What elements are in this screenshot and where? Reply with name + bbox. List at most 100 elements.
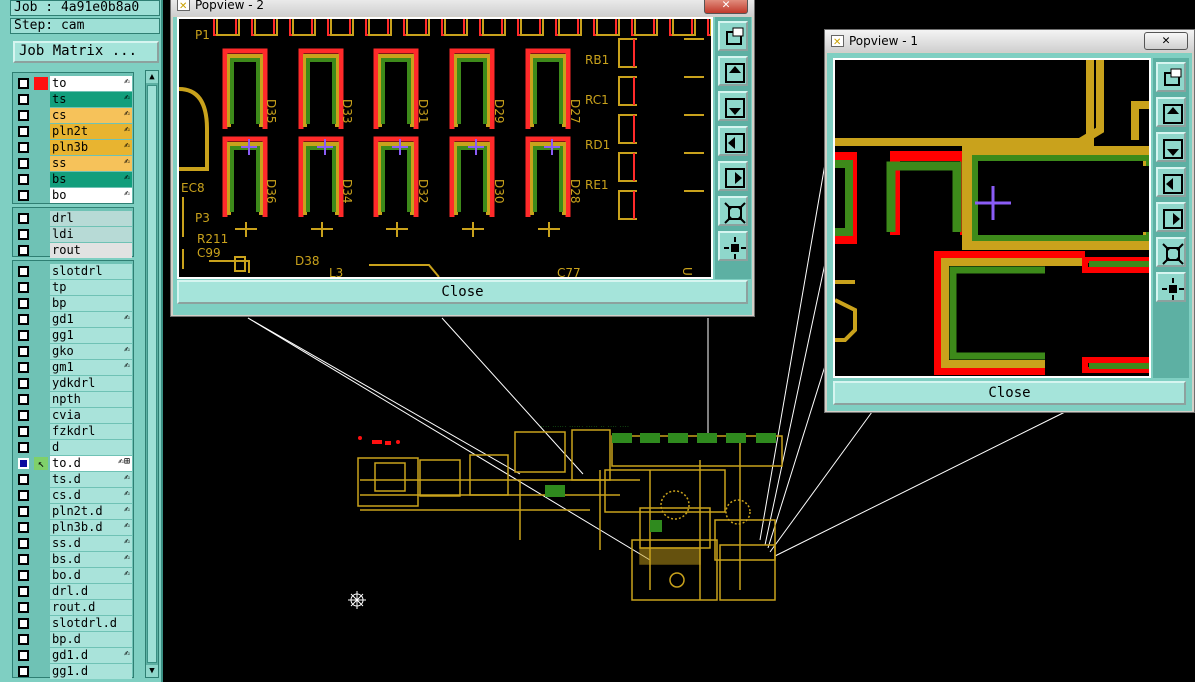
layer-name[interactable]: ss.d [50,536,132,551]
layer-checkbox[interactable] [18,666,29,677]
layer-checkbox[interactable] [18,245,29,256]
layer-name[interactable]: gg1 [50,328,132,343]
layer-checkbox[interactable] [18,213,29,224]
layer-row-pln3b-d[interactable]: pln3b.d✍ [15,520,133,535]
popview-1-close-button[interactable]: Close [833,381,1186,405]
layer-row-ts[interactable]: ts✍ [15,92,133,107]
layer-checkbox[interactable] [18,126,29,137]
pan-right-button[interactable] [718,161,748,191]
layer-name[interactable]: cvia [50,408,132,423]
layer-row-ss-d[interactable]: ss.d✍ [15,536,133,551]
layer-checkbox[interactable] [18,634,29,645]
layer-row-tp[interactable]: tp [15,280,133,295]
layer-name[interactable]: cs.d [50,488,132,503]
popview-2-titlebar[interactable]: Popview - 2 [171,0,754,18]
scroll-up-arrow-icon[interactable]: ▲ [146,71,158,83]
layer-row-bs[interactable]: bs✍ [15,172,133,187]
layer-checkbox[interactable] [18,410,29,421]
layer-name[interactable]: tp [50,280,132,295]
layer-row-d[interactable]: d [15,440,133,455]
layer-checkbox[interactable] [18,158,29,169]
layer-name[interactable]: bp.d [50,632,132,647]
layer-name[interactable]: to.d [50,456,132,471]
layer-row-pln2t-d[interactable]: pln2t.d✍ [15,504,133,519]
layer-checkbox[interactable] [18,586,29,597]
layer-name[interactable]: slotdrl [50,264,132,279]
layer-row-bs-d[interactable]: bs.d✍ [15,552,133,567]
pan-up-button[interactable] [718,56,748,86]
layer-checkbox[interactable] [18,362,29,373]
layer-checkbox[interactable] [18,378,29,389]
layer-checkbox[interactable] [18,266,29,277]
layer-row-gd1-d[interactable]: gd1.d✍ [15,648,133,663]
layer-checkbox[interactable] [18,394,29,405]
zoom-home-button[interactable] [1156,62,1186,92]
layer-name[interactable]: d [50,440,132,455]
layer-checkbox[interactable] [18,298,29,309]
layer-checkbox[interactable] [18,458,29,469]
layer-row-slotdrl[interactable]: slotdrl [15,264,133,279]
layer-checkbox[interactable] [18,78,29,89]
layer-name[interactable]: pln3b [50,140,132,155]
layer-checkbox[interactable] [18,538,29,549]
layer-checkbox[interactable] [18,314,29,325]
layer-row-slotdrl-d[interactable]: slotdrl.d [15,616,133,631]
layer-checkbox[interactable] [18,618,29,629]
job-matrix-button[interactable]: Job Matrix ... [13,41,159,63]
scroll-down-arrow-icon[interactable]: ▼ [146,665,158,677]
layer-checkbox[interactable] [18,474,29,485]
pan-left-button[interactable] [718,126,748,156]
layer-row-gd1[interactable]: gd1✍ [15,312,133,327]
zoom-in-button[interactable] [1156,237,1186,267]
layer-name[interactable]: npth [50,392,132,407]
layer-row-drl[interactable]: drl [15,211,133,226]
layer-name[interactable]: ydkdrl [50,376,132,391]
layer-checkbox[interactable] [18,174,29,185]
layer-checkbox[interactable] [18,346,29,357]
layer-name[interactable]: rout [50,243,132,258]
layer-name[interactable]: pln2t [50,124,132,139]
layer-checkbox[interactable] [18,190,29,201]
layer-name[interactable]: ldi [50,227,132,242]
layer-checkbox[interactable] [18,522,29,533]
layer-name[interactable]: pln3b.d [50,520,132,535]
layer-row-to-d[interactable]: ↖to.d✍⊞ [15,456,133,471]
layer-row-rout-d[interactable]: rout.d [15,600,133,615]
layer-checkbox[interactable] [18,229,29,240]
layer-row-bo[interactable]: bo✍ [15,188,133,203]
layer-checkbox[interactable] [18,506,29,517]
layer-name[interactable]: ts.d [50,472,132,487]
layer-checkbox[interactable] [18,110,29,121]
layer-row-cs[interactable]: cs✍ [15,108,133,123]
layer-checkbox[interactable] [18,602,29,613]
layer-row-gg1-d[interactable]: gg1.d [15,664,133,679]
popview-2-close-button[interactable]: Close [177,280,748,304]
board-graphic-view[interactable]: ···· ······ ······ ····· ·· ···· ···· [165,0,1195,682]
layer-name[interactable]: bo.d [50,568,132,583]
layer-name[interactable]: gd1 [50,312,132,327]
pan-down-button[interactable] [718,91,748,121]
pan-up-button[interactable] [1156,97,1186,127]
layer-row-bp[interactable]: bp [15,296,133,311]
layer-name[interactable]: rout.d [50,600,132,615]
layer-checkbox[interactable] [18,490,29,501]
layer-row-cs-d[interactable]: cs.d✍ [15,488,133,503]
zoom-out-button[interactable] [718,231,748,261]
layer-name[interactable]: bp [50,296,132,311]
pan-right-button[interactable] [1156,202,1186,232]
pan-left-button[interactable] [1156,167,1186,197]
layer-name[interactable]: ts [50,92,132,107]
layer-checkbox[interactable] [18,442,29,453]
layer-checkbox[interactable] [18,282,29,293]
layer-scrollbar[interactable]: ▲ ▼ [145,70,159,678]
layer-name[interactable]: fzkdrl [50,424,132,439]
layer-name[interactable]: to [50,76,132,91]
layer-row-bo-d[interactable]: bo.d✍ [15,568,133,583]
layer-checkbox[interactable] [18,330,29,341]
layer-row-rout[interactable]: rout [15,243,133,258]
layer-name[interactable]: cs [50,108,132,123]
layer-checkbox[interactable] [18,650,29,661]
layer-checkbox[interactable] [18,426,29,437]
layer-name[interactable]: slotdrl.d [50,616,132,631]
popview-1-close-x-button[interactable]: ✕ [1144,32,1188,50]
